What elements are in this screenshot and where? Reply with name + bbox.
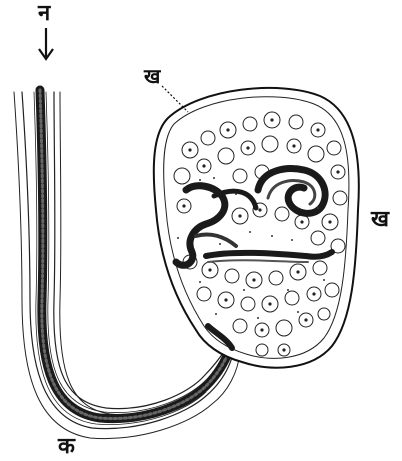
gland-body xyxy=(154,88,359,368)
label-kha-upper: ख xyxy=(143,64,162,88)
label-ka: क xyxy=(57,434,76,459)
label-kha-right: ख xyxy=(370,207,390,232)
down-arrow-icon xyxy=(39,28,53,59)
label-na: न xyxy=(37,1,51,26)
